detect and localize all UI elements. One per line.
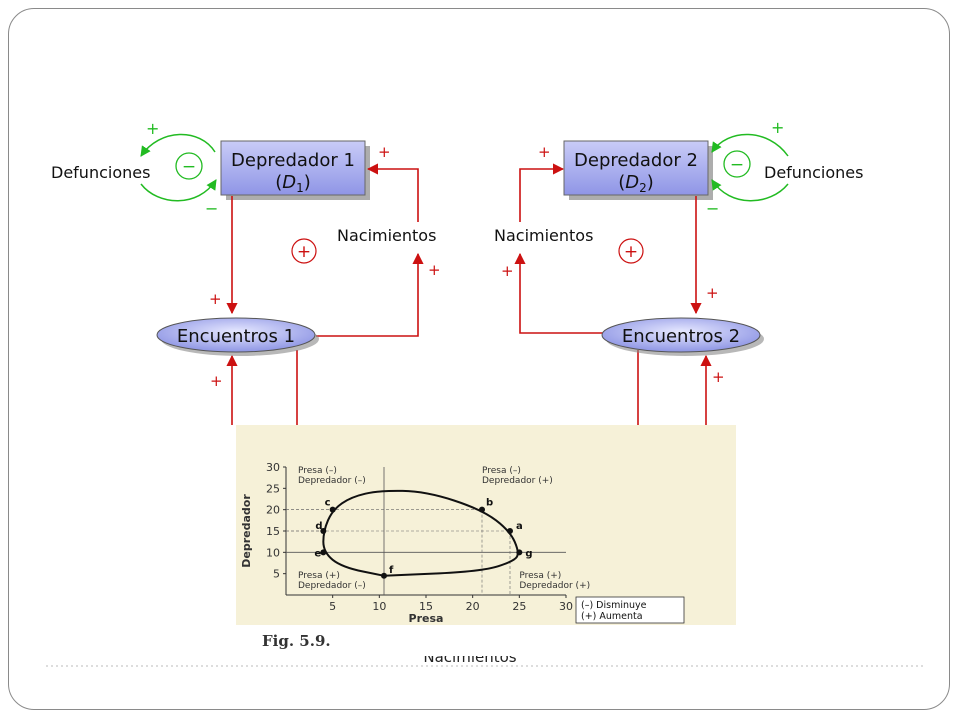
- balancing-loop-left: [175, 152, 203, 180]
- plus-green-right: +: [771, 118, 784, 137]
- predator1-box: [220, 140, 366, 196]
- balancing-loop-sign-left: −: [182, 157, 196, 177]
- x-tick-label: 20: [466, 600, 480, 613]
- legend-box: [575, 596, 685, 624]
- y-tick-label: 10: [266, 546, 280, 559]
- predator1-symbol: (D1): [275, 172, 311, 195]
- point-label: e: [314, 548, 321, 559]
- arrow-births-to-predator1: [366, 163, 419, 222]
- arrow-encounters1-to-births: [316, 252, 424, 337]
- quadrant-label: Presa (–): [298, 466, 337, 476]
- predator1-label: Depredador 1: [231, 150, 355, 171]
- plus-red-r3: +: [706, 284, 719, 302]
- loop-arc-top-right: [711, 133, 789, 157]
- x-tick-label: 10: [372, 600, 386, 613]
- plus-red-r4: +: [712, 368, 725, 386]
- legend-entry: (–) Disminuye: [581, 600, 647, 611]
- loop-arc-bottom-right: [711, 179, 789, 202]
- encounters1-ellipse: [156, 317, 316, 353]
- births-label-right: Nacimientos: [494, 226, 593, 245]
- y-tick-label: 15: [266, 525, 280, 538]
- quadrant-label: Depredador (+): [519, 581, 590, 591]
- balancing-loop-right: [723, 150, 751, 178]
- figure-caption: Fig. 5.9.: [262, 632, 331, 650]
- plus-green-left: +: [146, 119, 159, 138]
- loop-arc-top-left: [140, 133, 216, 157]
- reinforcing-loop-right: [618, 238, 644, 264]
- loop-arc-bottom-left: [140, 179, 217, 202]
- deaths-label-left: Defunciones: [51, 163, 150, 182]
- x-axis-label: Presa: [409, 612, 444, 625]
- point-label: d: [315, 521, 322, 532]
- x-tick-label: 25: [512, 600, 526, 613]
- data-point: [329, 506, 336, 513]
- data-point: [516, 549, 523, 556]
- y-tick-label: 25: [266, 482, 280, 495]
- minus-green-left: −: [205, 199, 218, 218]
- encounters2-label: Encuentros 2: [622, 326, 740, 347]
- births-label-left: Nacimientos: [337, 226, 436, 245]
- minus-green-right: −: [706, 199, 719, 218]
- data-point: [479, 506, 485, 513]
- plus-red-l4: +: [210, 372, 223, 390]
- reinforcing-loop-left: [291, 238, 317, 264]
- quadrant-label: Depredador (–): [298, 476, 366, 486]
- data-point: [507, 528, 513, 534]
- quadrant-label: Presa (+): [519, 571, 561, 581]
- quadrant-label: Presa (+): [298, 571, 340, 581]
- plus-red-l2: +: [428, 261, 441, 279]
- caption-area: [236, 625, 736, 656]
- point-label: g: [525, 548, 532, 559]
- point-label: f: [389, 565, 394, 576]
- cycle-curve: [322, 489, 519, 577]
- encounters1-label: Encuentros 1: [177, 326, 295, 347]
- data-point: [320, 549, 327, 556]
- quadrant-label: Depredador (–): [298, 581, 366, 591]
- plus-red-r1: +: [538, 143, 551, 161]
- quadrant-label: Presa (–): [482, 466, 521, 476]
- plus-red-l3: +: [378, 143, 391, 161]
- arrow-encounters2-to-births: [514, 252, 604, 334]
- plus-red-l1: +: [209, 290, 222, 308]
- encounters2-ellipse: [601, 317, 761, 353]
- y-tick-label: 5: [273, 568, 280, 581]
- arrow-births-to-predator2: [519, 163, 565, 222]
- deaths-label-right: Defunciones: [764, 163, 863, 182]
- y-axis-label: Depredador: [240, 494, 253, 568]
- data-point: [381, 572, 387, 579]
- predator2-label: Depredador 2: [574, 150, 698, 171]
- legend-entry: (+) Aumenta: [581, 611, 643, 622]
- reinforcing-loop-sign-left: +: [297, 242, 311, 262]
- point-label: a: [516, 521, 523, 532]
- reinforcing-loop-sign-right: +: [624, 242, 638, 262]
- quadrant-label: Depredador (+): [482, 476, 553, 486]
- x-tick-label: 5: [329, 600, 336, 613]
- y-tick-label: 20: [266, 504, 280, 517]
- data-point: [320, 528, 327, 534]
- y-tick-label: 30: [266, 461, 280, 474]
- x-tick-label: 15: [419, 600, 433, 613]
- plus-red-r2: +: [501, 262, 514, 280]
- balancing-loop-sign-right: −: [730, 155, 744, 175]
- point-label: c: [325, 498, 331, 509]
- predator2-symbol: (D2): [618, 172, 654, 195]
- x-tick-label: 30: [559, 600, 573, 613]
- point-label: b: [486, 498, 493, 509]
